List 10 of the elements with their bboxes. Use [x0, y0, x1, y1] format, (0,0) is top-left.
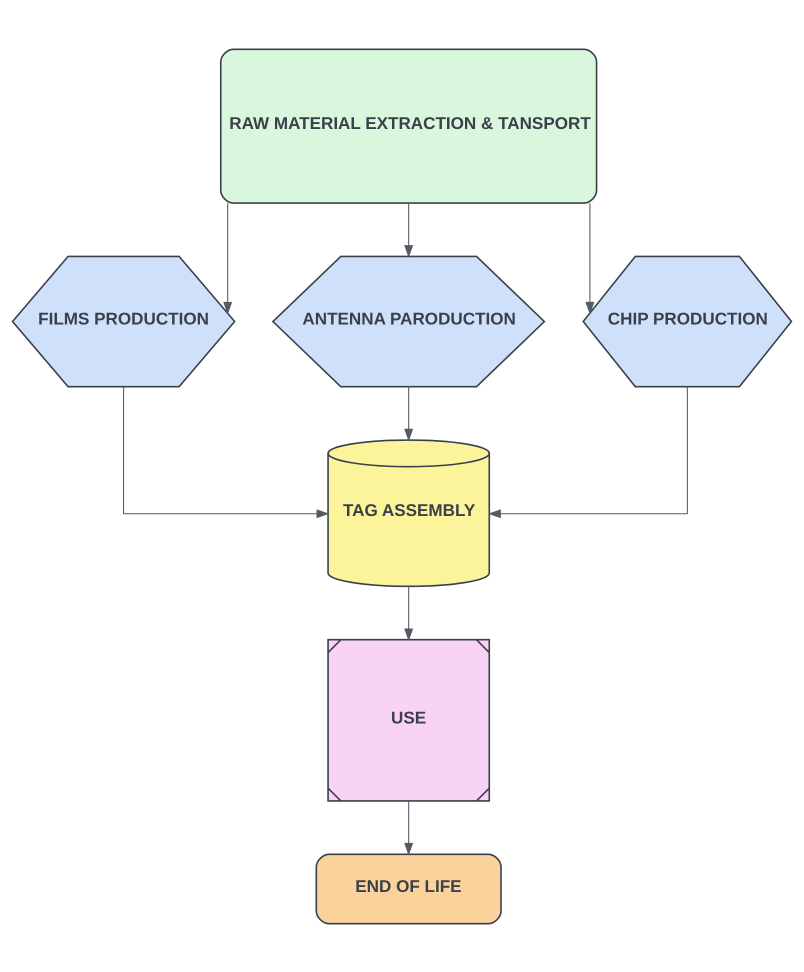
arrow	[223, 202, 232, 314]
arrow	[488, 386, 688, 518]
arrow	[404, 386, 414, 442]
node-box: END OF LIFE	[316, 853, 502, 924]
arrow	[404, 800, 414, 856]
arrow	[404, 202, 414, 258]
node-box: RAW MATERIAL EXTRACTION & TANSPORT	[220, 48, 598, 204]
arrow	[585, 202, 594, 314]
arrow	[123, 386, 330, 518]
arrow	[404, 586, 414, 641]
